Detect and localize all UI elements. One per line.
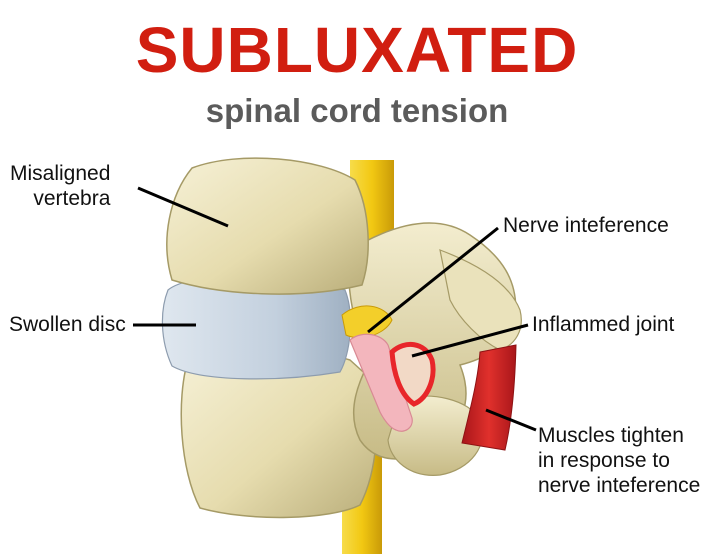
leader-inflammed-joint	[411, 323, 529, 358]
tightened-muscle	[461, 344, 517, 451]
label-muscles-tighten-line3: nerve inteference	[538, 474, 701, 497]
label-muscles-tighten: Muscles tighten in response to nerve int…	[538, 423, 700, 498]
label-inflammed-joint: Inflammed joint	[532, 313, 675, 336]
diagram-subtitle: spinal cord tension	[205, 92, 509, 129]
label-nerve-interference: Nerve inteference	[503, 214, 669, 237]
label-misaligned-vertebra-line2: vertebra	[33, 187, 111, 210]
leader-nerve-interference	[367, 226, 499, 334]
diagram-title: SUBLUXATED	[135, 14, 579, 86]
inflamed-joint	[389, 342, 436, 407]
label-muscles-tighten-line1: Muscles tighten	[538, 424, 684, 447]
label-misaligned-vertebra: Misaligned vertebra	[10, 161, 110, 211]
pink-nerve	[349, 333, 413, 432]
label-misaligned-vertebra-line1: Misaligned	[10, 162, 111, 185]
misaligned-vertebra	[166, 157, 369, 295]
leader-misaligned-vertebra	[137, 186, 229, 228]
leader-muscles-tighten	[485, 408, 537, 432]
spinous-process	[439, 249, 522, 351]
label-swollen-disc: Swollen disc	[9, 313, 126, 336]
label-muscles-tighten-line2: in response to	[538, 449, 670, 472]
